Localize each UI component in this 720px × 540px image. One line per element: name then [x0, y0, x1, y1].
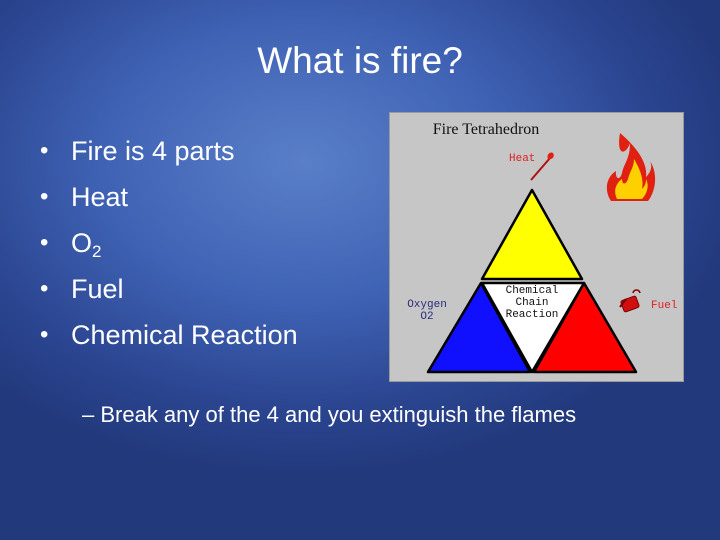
chain-reaction-label-line: Chain [515, 297, 549, 309]
flame-icon [606, 133, 656, 201]
fire-tetrahedron-figure: Fire Tetrahedron Heat Oxygen O2 Chemical… [389, 112, 684, 382]
bullet-item: O2 [40, 220, 298, 266]
oxygen-label-line: Oxygen [407, 299, 447, 311]
bullet-item: Chemical Reaction [40, 312, 298, 358]
figure-title: Fire Tetrahedron [432, 121, 540, 138]
chain-reaction-label-line: Chemical [505, 285, 559, 297]
oxygen-label: Oxygen O2 [400, 299, 454, 323]
bullet-text: Fire is 4 parts [71, 136, 235, 166]
heat-triangle [480, 188, 584, 281]
bullet-text: O [71, 228, 93, 258]
bullet-item: Fire is 4 parts [40, 128, 298, 174]
fuel-label: Fuel [651, 300, 678, 312]
sub-bullet: – Break any of the 4 and you extinguish … [82, 402, 577, 427]
heat-label: Heat [509, 153, 536, 165]
bullet-item: Heat [40, 174, 298, 220]
oxygen-label-line: O2 [420, 311, 434, 323]
match-icon [530, 152, 554, 181]
bullet-subscript: 2 [92, 242, 102, 261]
bullet-text: Chemical Reaction [71, 320, 298, 350]
slide-title: What is fire? [257, 40, 463, 81]
chain-reaction-label: Chemical Chain Reaction [498, 285, 566, 321]
chain-reaction-triangle [480, 281, 586, 374]
chain-reaction-label-line: Reaction [505, 309, 559, 321]
fire-tetrahedron-diagram [426, 133, 656, 374]
oxygen-triangle [426, 281, 532, 374]
bullet-item: Fuel [40, 266, 298, 312]
bullet-text: Heat [71, 182, 129, 212]
bullet-list: Fire is 4 parts Heat O2 Fuel Chemical Re… [40, 128, 298, 358]
gas-can-icon [619, 289, 641, 313]
bullet-text: Fuel [71, 274, 124, 304]
